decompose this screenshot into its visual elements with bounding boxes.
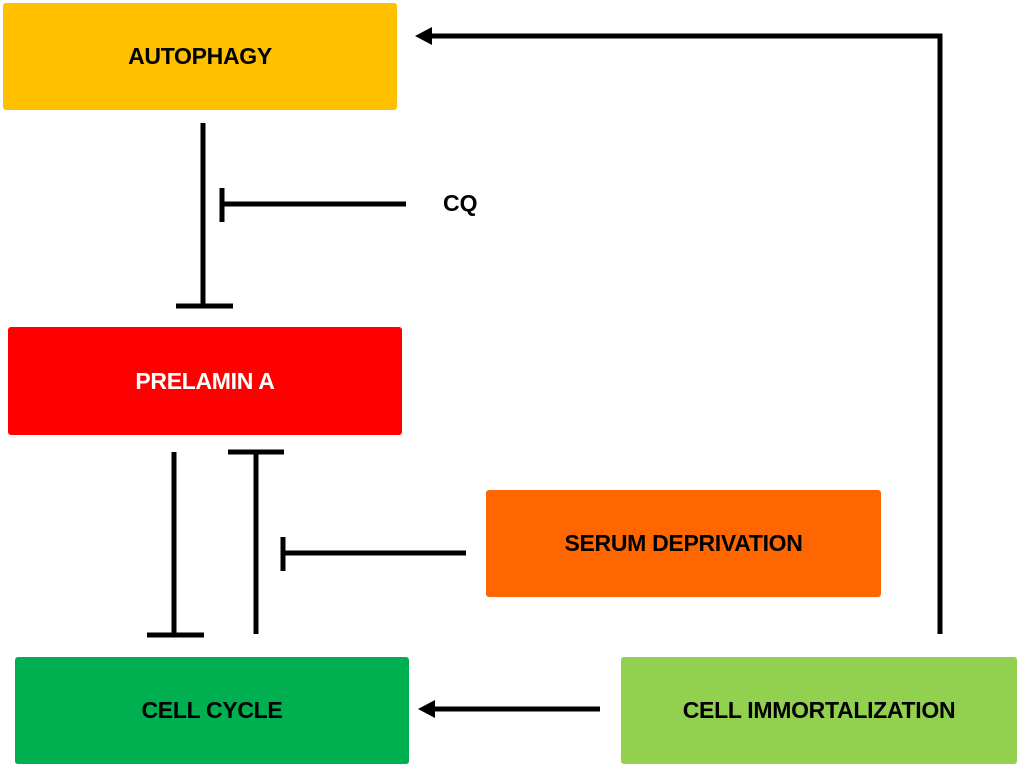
arrowhead-icon — [415, 27, 432, 45]
node-prelamin-a: PRELAMIN A — [8, 327, 402, 435]
node-serum-deprivation: SERUM DEPRIVATION — [486, 490, 881, 597]
node-cell-immortalization: CELL IMMORTALIZATION — [621, 657, 1017, 764]
arrowhead-icon — [418, 700, 435, 718]
edge-cellcycle-inhibits-prelamin — [228, 449, 284, 634]
node-prelamin-a-label: PRELAMIN A — [135, 367, 275, 394]
edge-serum-inhibits — [280, 537, 466, 571]
label-cq: CQ — [443, 190, 478, 216]
node-cell-cycle-label: CELL CYCLE — [141, 697, 283, 723]
node-serum-deprivation-label: SERUM DEPRIVATION — [564, 530, 803, 556]
edge-prelamin-inhibits-cellcycle — [147, 452, 204, 638]
edge-autophagy-inhibits-prelamin — [176, 123, 233, 309]
node-autophagy-label: AUTOPHAGY — [128, 43, 272, 69]
node-cell-cycle: CELL CYCLE — [15, 657, 409, 764]
node-cell-immortalization-label: CELL IMMORTALIZATION — [682, 697, 956, 723]
edge-cq-inhibits — [219, 188, 406, 222]
edge-immortalization-to-autophagy — [415, 27, 943, 634]
edge-immortalization-to-cellcycle — [418, 700, 600, 718]
node-autophagy: AUTOPHAGY — [3, 3, 397, 110]
